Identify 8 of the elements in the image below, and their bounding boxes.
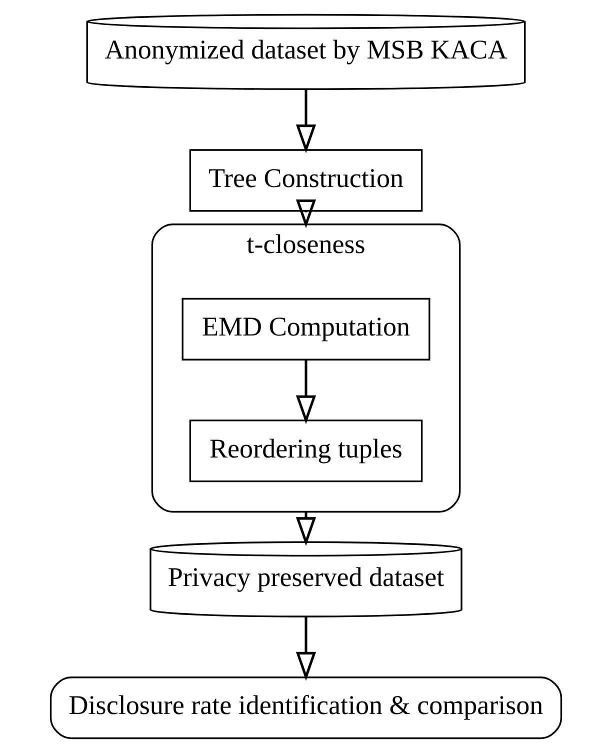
arrow <box>295 360 316 424</box>
node-box: Disclosure rate identification & comparison <box>49 676 562 740</box>
arrow <box>295 199 316 228</box>
arrow <box>295 512 316 546</box>
arrow <box>295 616 316 681</box>
arrow <box>295 89 316 154</box>
node-box: EMD Computation <box>181 298 430 360</box>
node-box: Reordering tuples <box>188 420 422 482</box>
